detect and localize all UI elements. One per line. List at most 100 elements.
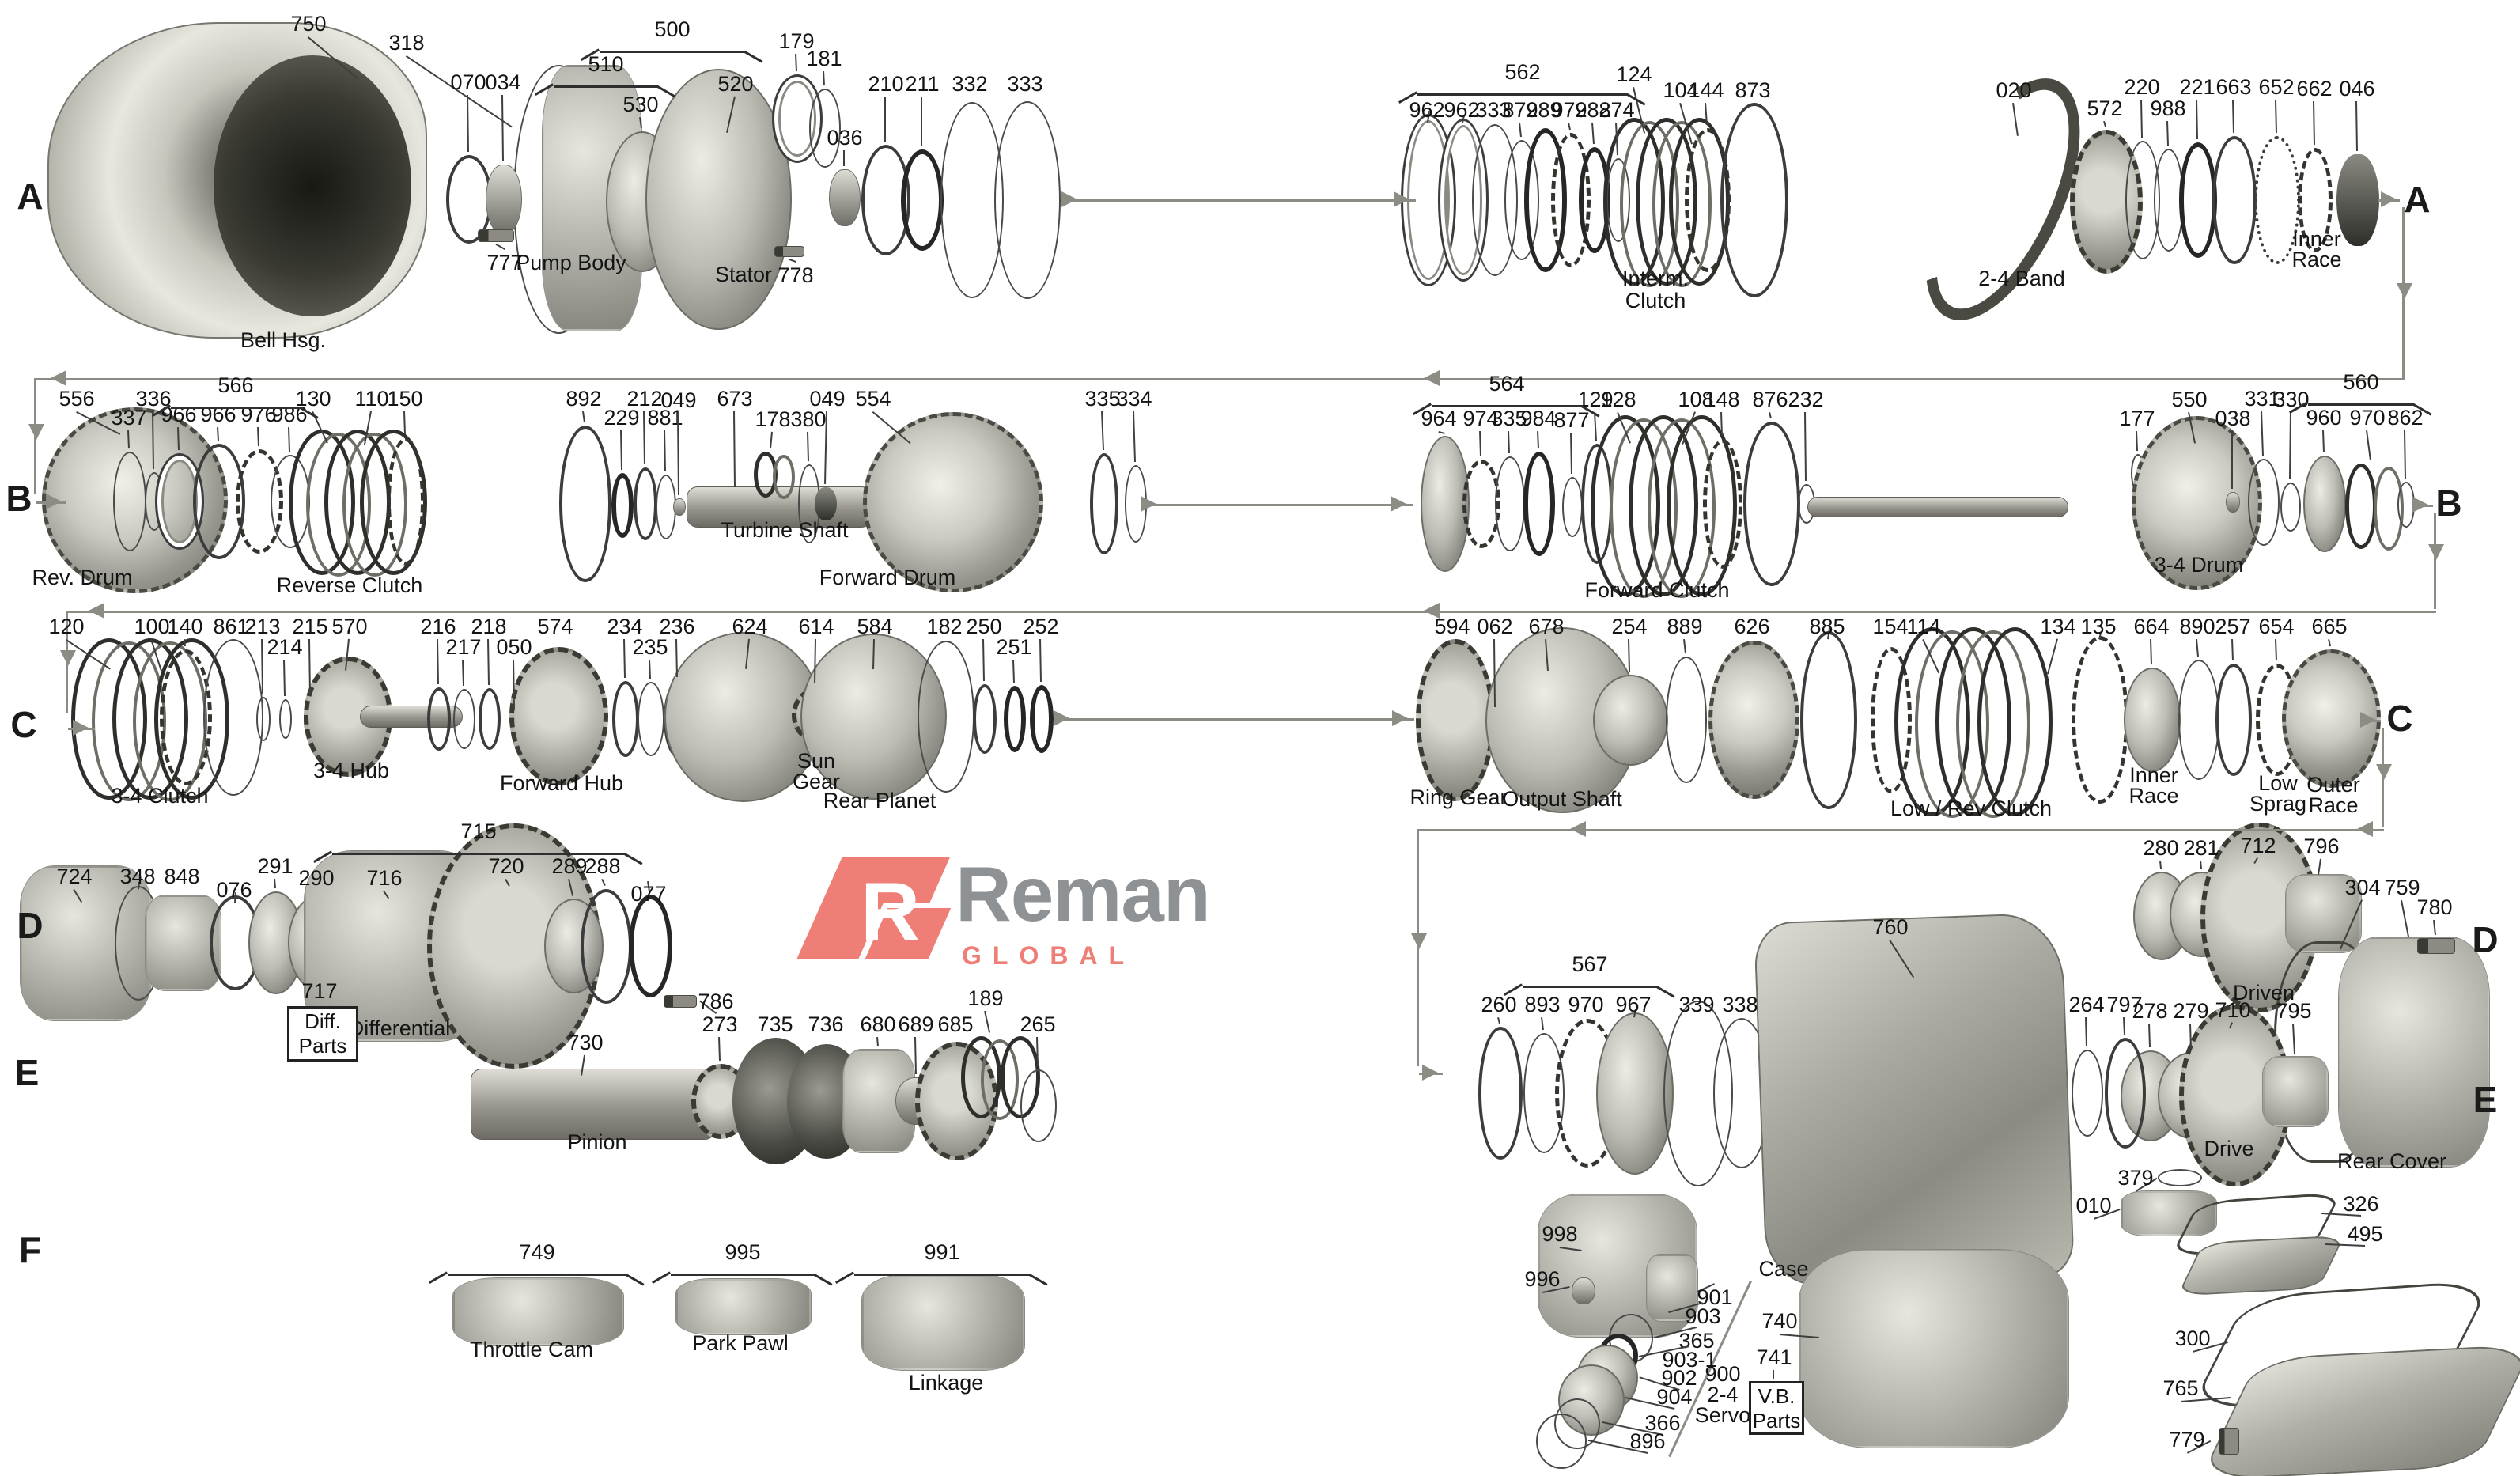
part-265-shape xyxy=(1020,1069,1057,1142)
part-number-label: 901 xyxy=(1697,1285,1733,1309)
row-letter-B: B xyxy=(6,478,32,519)
leader-line xyxy=(501,95,504,162)
part-number-label: 873 xyxy=(1735,78,1771,102)
leader-line xyxy=(2275,639,2277,661)
part-number-label: 134 xyxy=(2040,615,2076,638)
part-number-label: 904 xyxy=(1656,1385,1693,1409)
component-label: Pump Body xyxy=(516,251,626,274)
row-letter-A: A xyxy=(17,176,44,217)
part-number-label: 279 xyxy=(2173,999,2209,1023)
part-number-label: 574 xyxy=(537,615,573,638)
part-number-label: 717 xyxy=(301,979,338,1003)
bracket-number-label: 560 xyxy=(2343,370,2379,394)
part-number-label: 964 xyxy=(1421,407,1457,430)
figure-shape xyxy=(214,55,411,316)
group-bracket xyxy=(332,853,625,855)
leader-line xyxy=(795,54,797,72)
part-967-shape xyxy=(1596,1012,1674,1175)
part-number-label: 736 xyxy=(808,1012,844,1036)
component-label: Interm. xyxy=(1621,267,1689,290)
leader-line xyxy=(2366,430,2371,461)
part-number-label: 214 xyxy=(267,635,303,659)
part-number-label: 848 xyxy=(164,865,200,888)
part-number-label: 181 xyxy=(806,47,842,70)
part-181-shape xyxy=(809,89,841,168)
part-number-label: 252 xyxy=(1023,615,1059,638)
part-number-label: 215 xyxy=(292,615,328,638)
figure-shape xyxy=(675,1278,812,1335)
component-label: 900 xyxy=(1705,1362,1741,1386)
part-337-shape xyxy=(113,452,146,551)
part-number-label: 300 xyxy=(2174,1327,2211,1350)
part-730-shape xyxy=(471,1069,716,1140)
component-label: Ring Gear xyxy=(1409,785,1508,809)
leader-line xyxy=(984,1011,990,1033)
part-number-label: 182 xyxy=(926,615,963,638)
leader-line xyxy=(1570,433,1572,475)
part-034-shape xyxy=(486,165,522,234)
component-label: Turbine Shaft xyxy=(721,518,849,542)
part-number-label: 229 xyxy=(604,406,640,430)
part-number-label: 336 xyxy=(135,387,172,411)
part-number-label: 289 xyxy=(551,854,588,878)
bracket-number-label: 500 xyxy=(654,17,691,41)
part-257-shape xyxy=(2215,664,2252,776)
part-number-label: 281 xyxy=(2183,836,2219,860)
group-bracket xyxy=(1523,986,1657,988)
part-235-shape xyxy=(638,682,664,756)
part-889-shape xyxy=(1666,657,1707,783)
part-number-label: 885 xyxy=(1809,615,1845,638)
part-number-label: 554 xyxy=(855,387,891,411)
part-number-label: 178 xyxy=(755,407,791,431)
part-number-label: 974 xyxy=(1462,407,1499,430)
component-label: Forward Hub xyxy=(499,771,624,795)
leader-line xyxy=(2150,639,2152,665)
part-333-shape xyxy=(994,101,1061,299)
part-number-label: 348 xyxy=(119,865,156,888)
connector-line xyxy=(1148,504,1413,506)
part-number-label: 250 xyxy=(966,615,1002,638)
callout-box-text: Parts xyxy=(1752,1409,1801,1432)
part-number-label: 130 xyxy=(295,387,331,411)
group-bracket xyxy=(854,1274,1030,1276)
leader-line xyxy=(789,259,796,263)
part-number-label: 740 xyxy=(1761,1309,1798,1333)
part-number-label: 236 xyxy=(659,615,695,638)
leader-line xyxy=(2322,430,2325,453)
part-861-shape xyxy=(203,639,263,796)
part-number-label: 874 xyxy=(1599,98,1635,122)
part-331-shape xyxy=(2248,459,2280,546)
row-letter-B: B xyxy=(2435,483,2462,524)
leader-line xyxy=(601,879,606,887)
part-740-shape xyxy=(1799,1249,2069,1448)
leader-line xyxy=(823,71,825,86)
part-number-label: 626 xyxy=(1734,615,1770,638)
arrowhead-left xyxy=(1424,370,1440,386)
leader-line xyxy=(843,150,845,166)
part-number-label: 260 xyxy=(1481,993,1517,1016)
logo-brand-text: Reman xyxy=(955,850,1211,937)
leader-line xyxy=(664,430,666,472)
part-number-label: 716 xyxy=(366,866,403,890)
part-number-label: 213 xyxy=(244,615,281,638)
part-number-label: 861 xyxy=(213,615,249,638)
arrowhead-right xyxy=(1392,710,1408,726)
leader-line xyxy=(921,97,922,146)
part-number-label: 495 xyxy=(2347,1222,2383,1246)
bracket-number-label: 749 xyxy=(519,1240,555,1264)
bracket-number-label: 566 xyxy=(218,373,254,397)
part-number-label: 584 xyxy=(857,615,893,638)
component-label: 2-4 Band xyxy=(1978,267,2065,290)
stack-ring xyxy=(2345,464,2377,549)
leader-line xyxy=(487,639,490,686)
part-number-label: 730 xyxy=(567,1031,604,1054)
part-221-shape xyxy=(2179,142,2217,258)
part-number-label: 334 xyxy=(1116,387,1152,411)
row-letter-E: E xyxy=(14,1052,40,1093)
leader-line xyxy=(1133,411,1136,463)
group-bracket xyxy=(171,407,301,409)
part-number-label: 034 xyxy=(485,70,521,94)
part-number-label: 780 xyxy=(2416,895,2453,919)
leader-line xyxy=(217,427,219,441)
part-number-label: 876 xyxy=(1752,388,1788,411)
